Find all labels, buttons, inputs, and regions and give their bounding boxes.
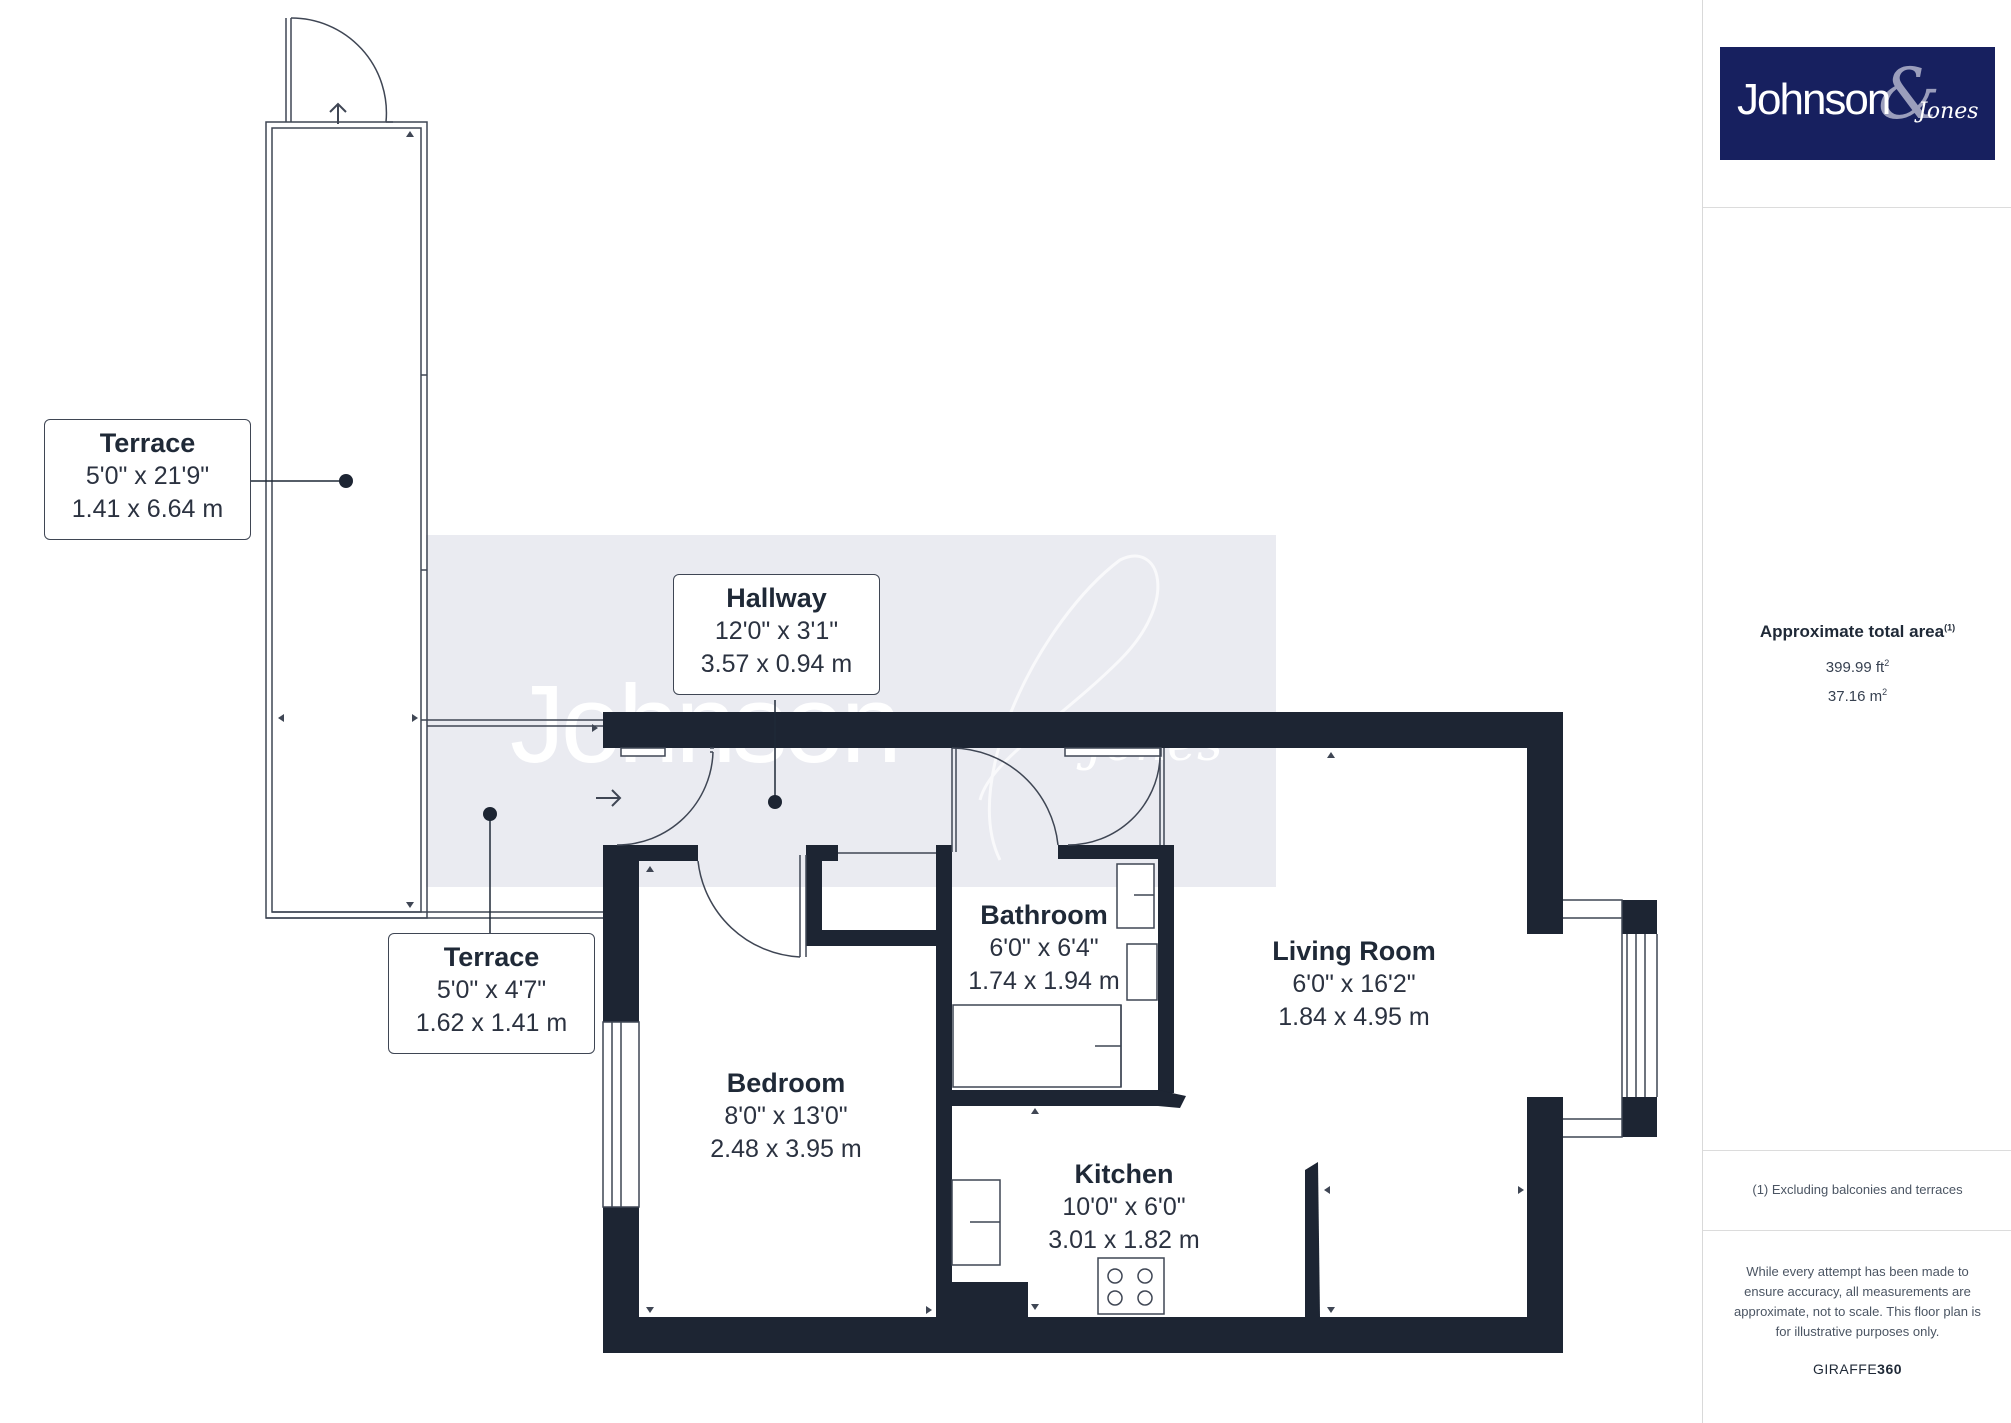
bedroom-window [602, 1021, 640, 1208]
logo-section: & Johnson Jones [1703, 0, 2011, 208]
info-sidebar: & Johnson Jones Approximate total area(1… [1702, 0, 2011, 1423]
room-imperial: 5'0" x 21'9" [85, 462, 210, 490]
logo-sub-text: Jones [1918, 99, 1979, 124]
hallway-window [620, 747, 1162, 757]
bay-window [1563, 899, 1658, 1138]
divider-top [1703, 1150, 2011, 1151]
terrace-main-marker [339, 474, 353, 488]
terrace-main-outline [265, 121, 605, 919]
kitchen-label: Kitchen 10'0" x 6'0" 3.01 x 1.82 m [1014, 1157, 1234, 1257]
room-imperial: 8'0" x 13'0" [724, 1102, 848, 1130]
room-metric: 3.01 x 1.82 m [1048, 1226, 1200, 1254]
room-imperial: 12'0" x 3'1" [714, 617, 839, 645]
terrace-door [285, 17, 393, 123]
terrace-small-label: Terrace 5'0" x 4'7" 1.62 x 1.41 m [388, 933, 595, 1054]
entry-arrow-right-icon [596, 789, 622, 807]
room-metric: 1.74 x 1.94 m [968, 967, 1120, 995]
room-imperial: 5'0" x 4'7" [436, 976, 547, 1004]
doors [616, 747, 1165, 958]
terrace-main-label: Terrace 5'0" x 21'9" 1.41 x 6.64 m [44, 419, 251, 540]
walls [603, 712, 1657, 1353]
logo-main-text: Johnson [1737, 75, 1891, 124]
maker-brand: GIRAFFE360 [1812, 1361, 1903, 1377]
disclaimer-text: While every attempt has been made to ens… [1734, 1264, 1981, 1339]
hallway-label: Hallway 12'0" x 3'1" 3.57 x 0.94 m [673, 574, 880, 695]
leader-dots [339, 474, 782, 821]
bedroom-label: Bedroom 8'0" x 13'0" 2.48 x 3.95 m [676, 1066, 896, 1166]
room-metric: 3.57 x 0.94 m [700, 650, 853, 678]
room-name: Bedroom [726, 1068, 846, 1098]
room-imperial: 6'0" x 6'4" [989, 934, 1099, 962]
area-sqm: 37.16 m2 [1827, 687, 1888, 705]
toilet [1116, 863, 1155, 929]
room-name: Kitchen [1074, 1159, 1174, 1189]
room-name: Bathroom [980, 900, 1108, 930]
dimension-ticks [278, 131, 1524, 1314]
hob [1097, 1257, 1165, 1315]
bathroom-label: Bathroom 6'0" x 6'4" 1.74 x 1.94 m [944, 898, 1144, 998]
hallway-marker [768, 795, 782, 809]
room-imperial: 10'0" x 6'0" [1062, 1193, 1186, 1221]
kitchen-fixtures [951, 1179, 1165, 1315]
room-name: Hallway [726, 583, 827, 613]
room-metric: 1.84 x 4.95 m [1278, 1003, 1430, 1031]
leader-lines [250, 480, 776, 933]
room-name: Living Room [1272, 936, 1436, 966]
company-logo: & Johnson Jones [1720, 47, 1995, 160]
bath-tub [952, 1004, 1122, 1088]
room-metric: 1.62 x 1.41 m [415, 1009, 568, 1037]
living-room-label: Living Room 6'0" x 16'2" 1.84 x 4.95 m [1234, 934, 1474, 1034]
room-metric: 1.41 x 6.64 m [71, 495, 224, 523]
logo-ampersand: & [1878, 53, 1941, 135]
area-title: Approximate total area(1) [1759, 622, 1956, 641]
room-metric: 2.48 x 3.95 m [710, 1135, 862, 1163]
basin [1126, 943, 1158, 1001]
terrace-small-marker [483, 807, 497, 821]
footnote: (1) Excluding balconies and terraces [1752, 1182, 1963, 1197]
room-name: Terrace [443, 942, 540, 972]
divider-bottom [1703, 1230, 2011, 1231]
area-sqft: 399.99 ft2 [1825, 658, 1890, 676]
bathroom-fixtures [952, 863, 1158, 1088]
floor-plan: Johnson Jones [250, 17, 1658, 1353]
room-name: Terrace [99, 428, 196, 458]
room-imperial: 6'0" x 16'2" [1292, 970, 1416, 998]
entry-arrow-icon [329, 102, 347, 124]
